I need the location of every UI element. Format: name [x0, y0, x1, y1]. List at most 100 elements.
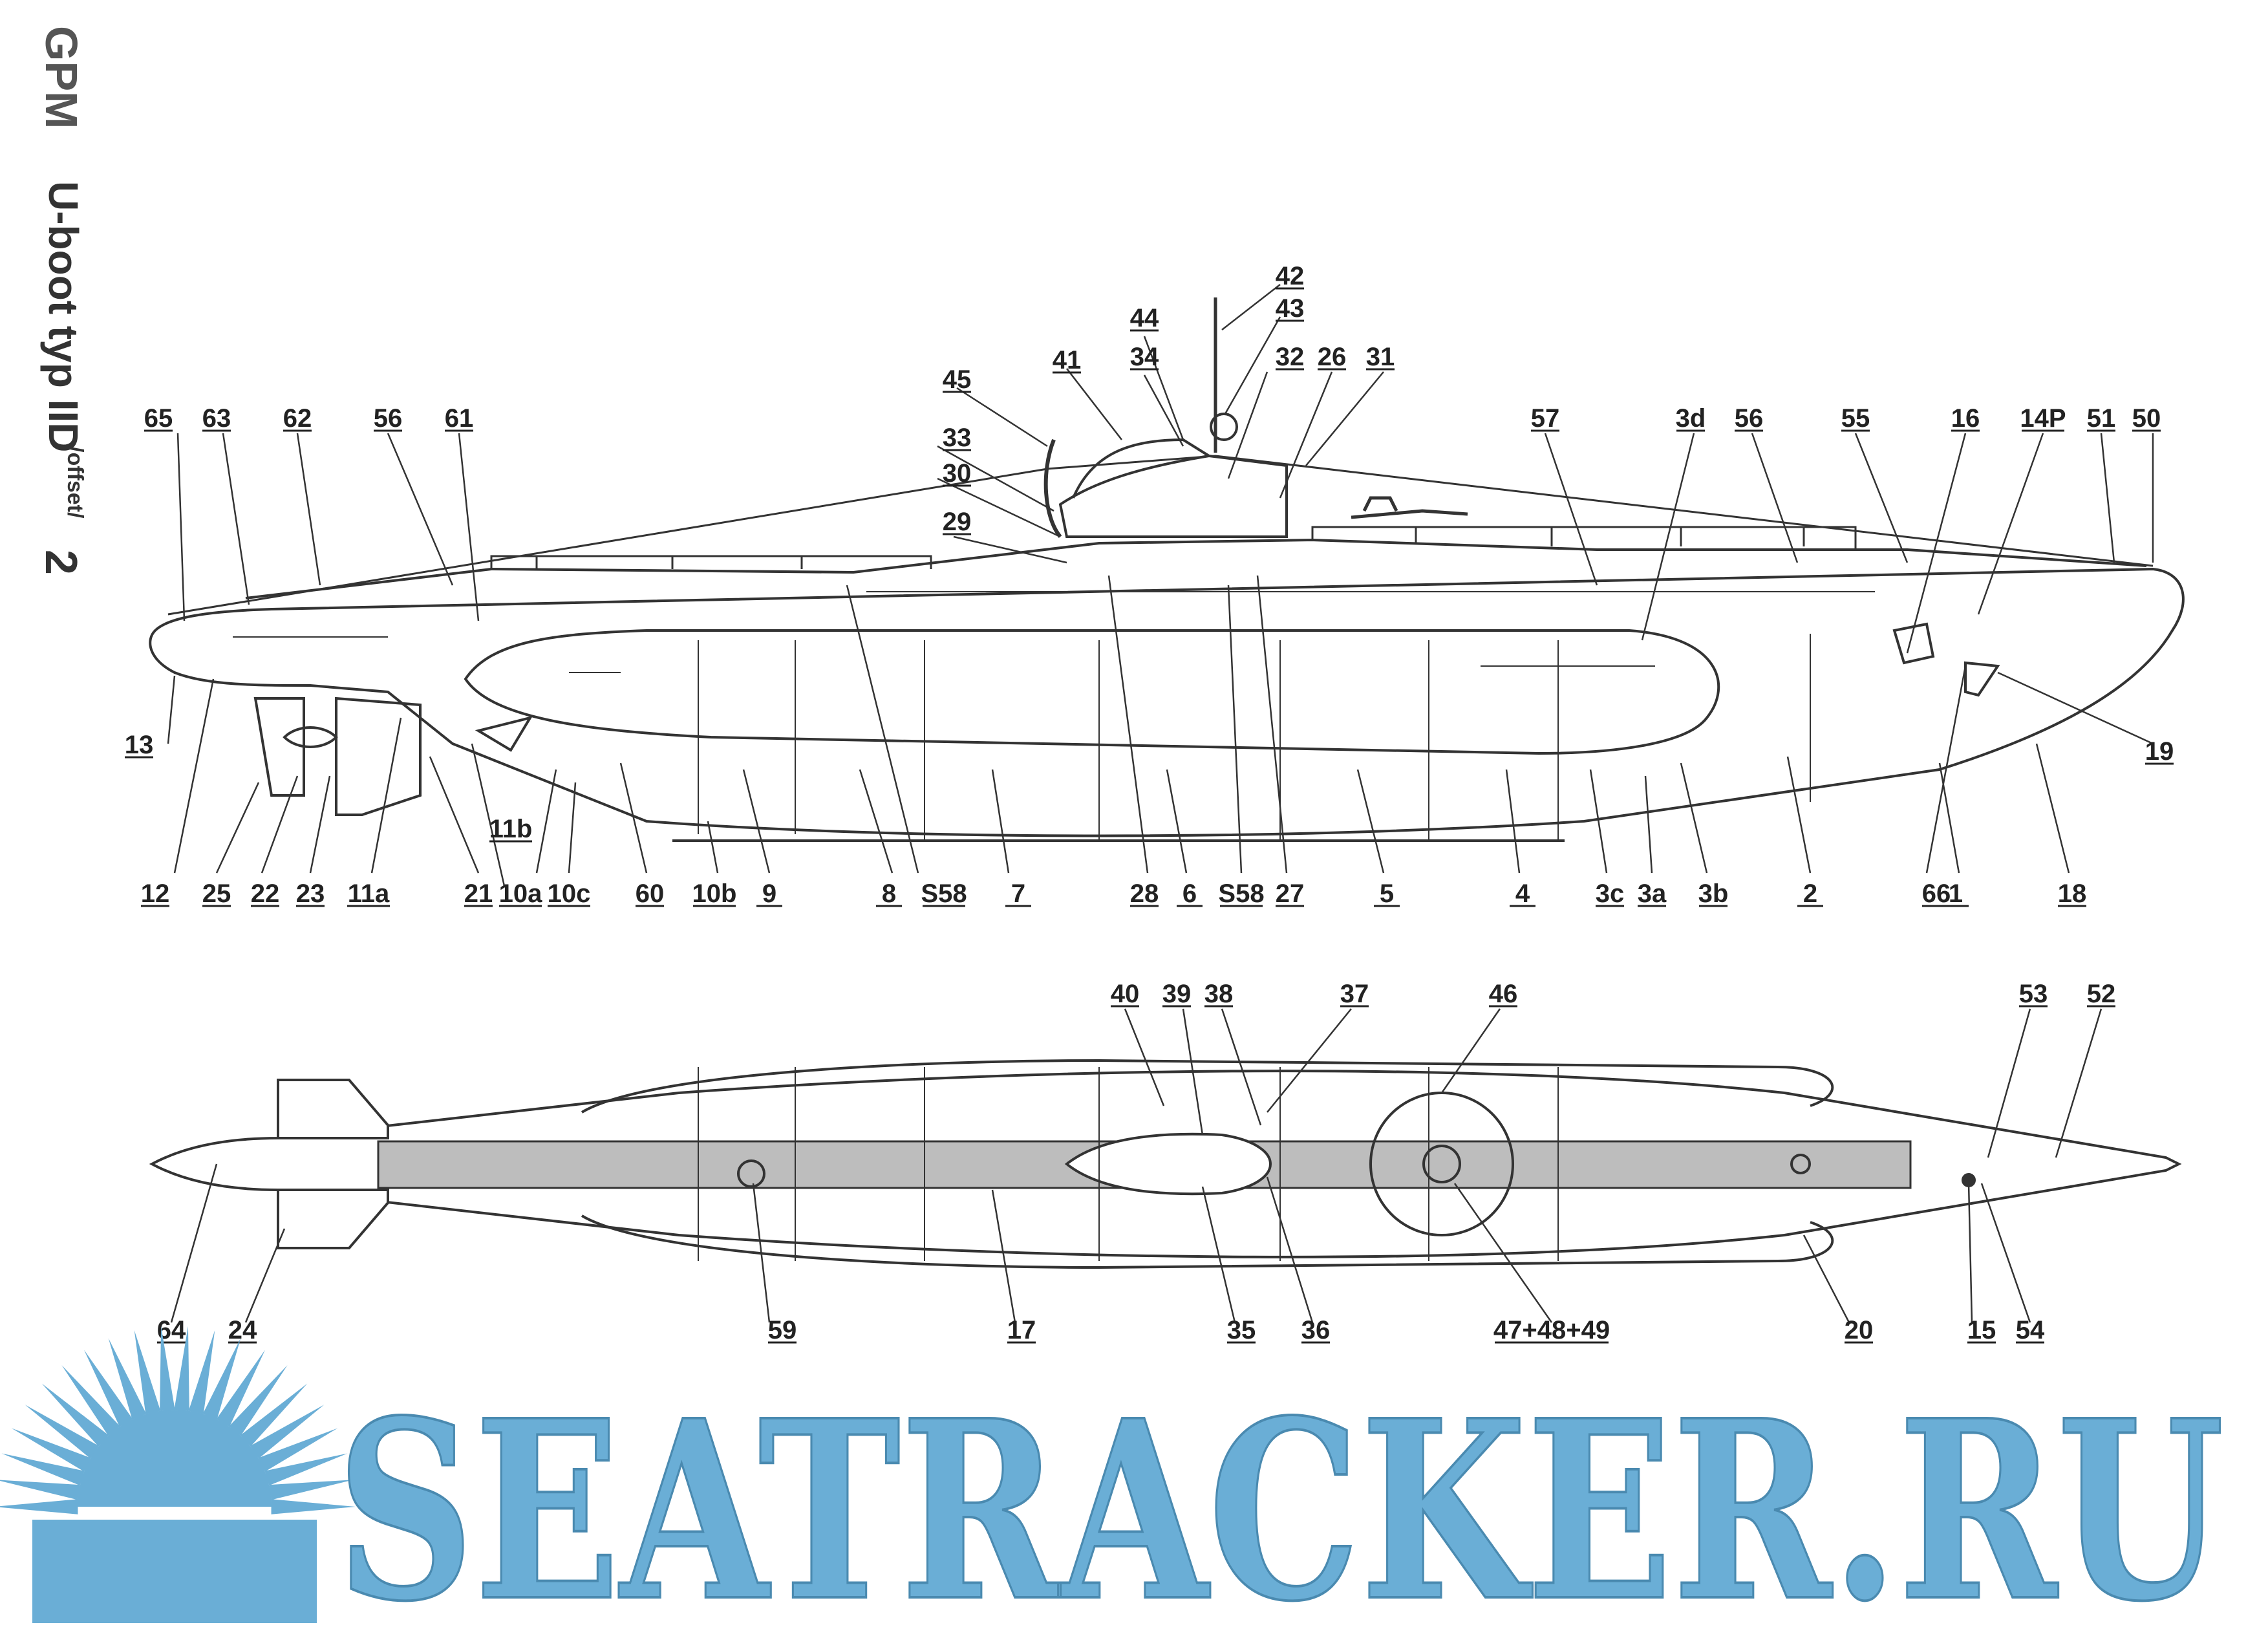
- sun-ray: [271, 1499, 356, 1514]
- callout-label: 6: [1182, 879, 1197, 908]
- sun-ray: [134, 1330, 161, 1414]
- sun-logo: [0, 1326, 356, 1623]
- watermark: SEATRACKER.RU: [0, 1326, 2225, 1649]
- fore-railing: [1311, 526, 1857, 550]
- sun-ray: [258, 1428, 338, 1472]
- plan-conning-tower: [1064, 1132, 1272, 1196]
- page-number: 2: [36, 550, 87, 575]
- plan-stern-planes-stbd: [277, 1189, 389, 1249]
- callout-label: S58: [921, 879, 967, 908]
- callout-label: 3c: [1596, 879, 1625, 908]
- callout-label: 13: [125, 731, 154, 759]
- callout-label: 22: [251, 879, 280, 908]
- callout-label: 32: [1276, 343, 1305, 371]
- torpedo-doors: [1964, 661, 2000, 697]
- callout-label: 7: [1011, 879, 1025, 908]
- rudder: [335, 696, 422, 816]
- callout-label: 60: [636, 879, 665, 908]
- callout-label: 63: [202, 404, 231, 433]
- callout-label: 45: [943, 365, 972, 394]
- callout-label: 29: [943, 508, 972, 536]
- propeller: [283, 705, 338, 776]
- top-view: [149, 1059, 2182, 1269]
- sun-disc: [78, 1410, 272, 1507]
- callout-label: S58: [1218, 879, 1264, 908]
- callout-label: 3a: [1638, 879, 1667, 908]
- callout-label: 44: [1130, 304, 1159, 332]
- callout-label: 11a: [348, 879, 390, 908]
- hatch-aft: [737, 1159, 765, 1188]
- stern-planes: [253, 697, 305, 797]
- callout-label: 30: [943, 459, 972, 488]
- sun-ray: [250, 1405, 325, 1459]
- sun-ray: [188, 1330, 215, 1414]
- callout-label: 8: [882, 879, 896, 908]
- callout-label: 2: [1803, 879, 1817, 908]
- callout-label: 19: [2145, 737, 2174, 766]
- callout-label: 1: [1949, 879, 1963, 908]
- callout-label: 24: [228, 1316, 257, 1344]
- sun-ray: [240, 1383, 308, 1447]
- callout-label: 56: [374, 404, 403, 433]
- edition-label: /offset/: [63, 446, 87, 519]
- plan-saddle-stbd: [581, 1214, 1834, 1269]
- frame-lines: [698, 634, 1811, 841]
- callout-label: 40: [1111, 980, 1140, 1008]
- callout-label: 38: [1204, 980, 1234, 1008]
- callout-label: 56: [1735, 404, 1764, 433]
- sun-ray: [41, 1383, 109, 1447]
- sun-water: [32, 1520, 317, 1623]
- callout-label: 26: [1318, 343, 1347, 371]
- callout-label: 28: [1130, 879, 1159, 908]
- sun-ray: [160, 1326, 175, 1411]
- sun-ray: [25, 1405, 100, 1459]
- rdf-loop: [1210, 413, 1238, 441]
- leader-lines: [167, 284, 2154, 1323]
- sun-ray: [216, 1350, 265, 1427]
- sun-ray: [174, 1326, 189, 1411]
- callout-label: 52: [2087, 980, 2116, 1008]
- deck-gun: [1351, 496, 1468, 519]
- sun-ray: [108, 1338, 147, 1420]
- saddle-tank: [464, 629, 1720, 755]
- sun-ray: [61, 1365, 120, 1436]
- callout-label: 11b: [489, 815, 533, 843]
- brand-title: GPM: [36, 26, 87, 129]
- callout-label: 23: [296, 879, 325, 908]
- flood-holes: [233, 591, 1875, 673]
- callout-label: 33: [943, 424, 972, 452]
- callout-label: 31: [1366, 343, 1395, 371]
- callout-label: 39: [1162, 980, 1192, 1008]
- flag-mast: [1043, 438, 1062, 538]
- callout-label: 65: [144, 404, 173, 433]
- callout-label: 15: [1967, 1316, 1996, 1344]
- callout-label: 62: [283, 404, 312, 433]
- callout-label: 10b: [692, 879, 737, 908]
- sun-ray: [264, 1453, 348, 1486]
- plan-stern-planes-port: [277, 1079, 389, 1139]
- callout-label: 25: [202, 879, 231, 908]
- callout-label: 3b: [1698, 879, 1729, 908]
- sun-ray: [229, 1365, 288, 1436]
- sun-ray: [84, 1350, 133, 1427]
- callout-label: 12: [141, 879, 170, 908]
- callout-label: 21: [464, 879, 493, 908]
- callout-label: 66: [1922, 879, 1951, 908]
- callout-label: 61: [445, 404, 474, 433]
- side-hull-outline: [149, 567, 2185, 837]
- sun-ray: [202, 1338, 241, 1420]
- plan-saddle-port: [581, 1059, 1834, 1114]
- callout-label: 27: [1276, 879, 1305, 908]
- callout-label: 41: [1053, 346, 1082, 374]
- model-title: U-boot typ IID: [40, 181, 87, 453]
- callout-label: 20: [1845, 1316, 1874, 1344]
- callout-label: 47+48+49: [1493, 1316, 1610, 1344]
- plan-hull-outline: [149, 1070, 2182, 1258]
- callout-label: 46: [1489, 980, 1518, 1008]
- callout-label: 51: [2087, 404, 2116, 433]
